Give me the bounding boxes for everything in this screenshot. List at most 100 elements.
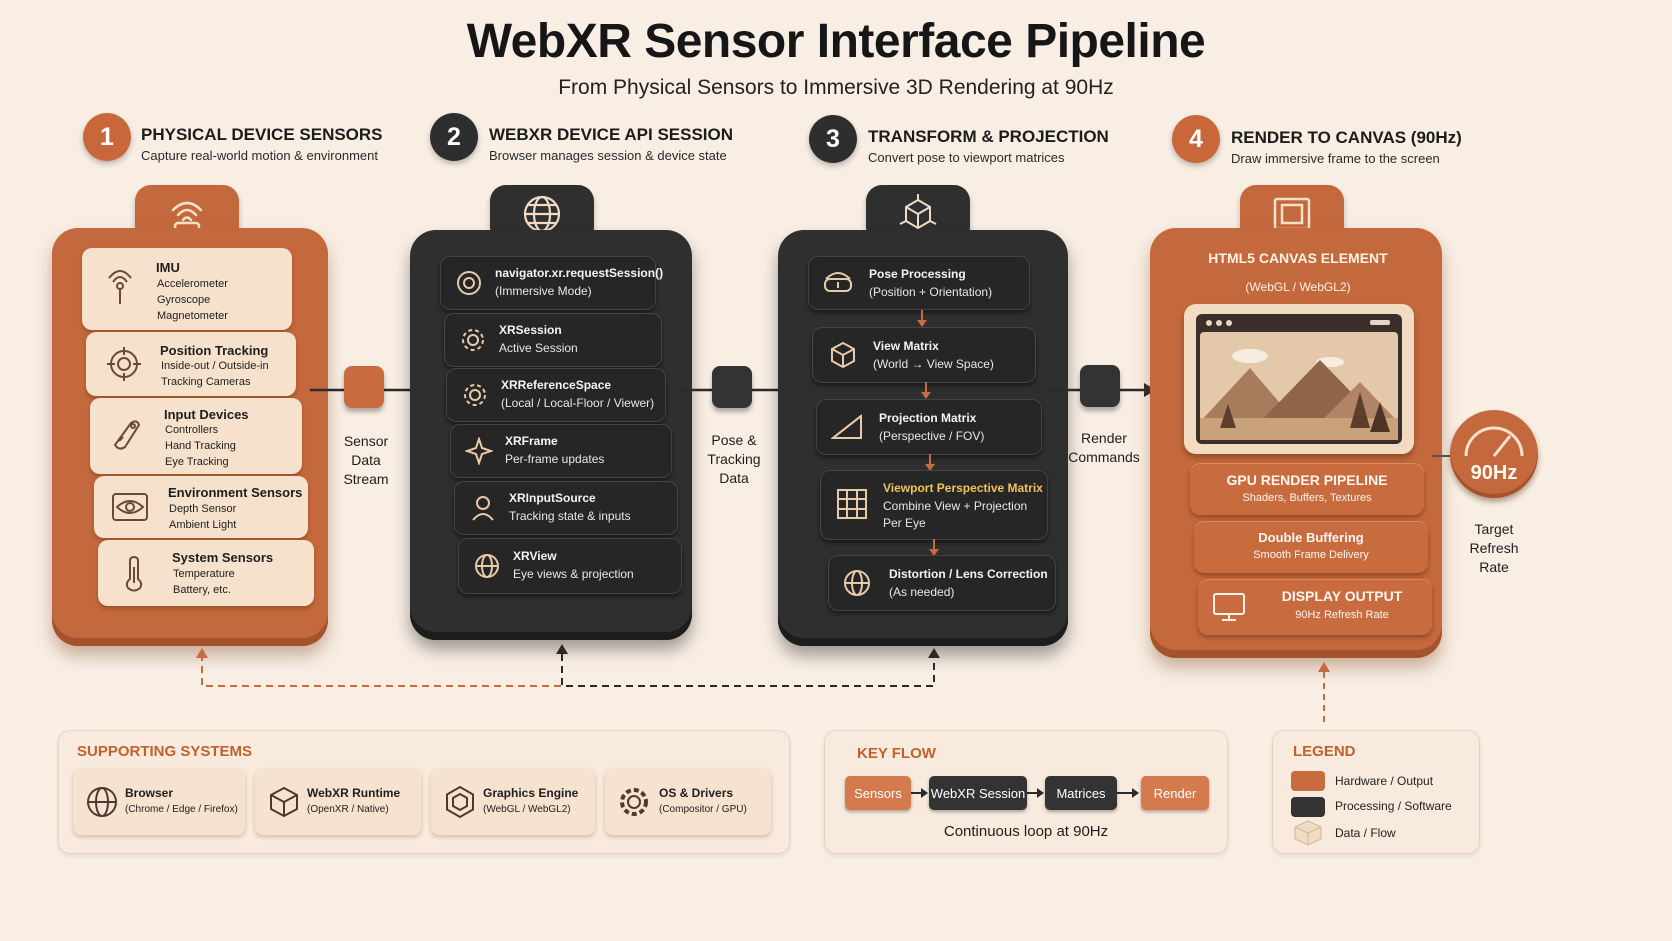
- support-card: OS & Drivers (Compositor / GPU): [605, 769, 771, 835]
- browser-window: [1196, 314, 1402, 444]
- thermometer-icon: [125, 555, 143, 592]
- sensor-details: Temperature Battery, etc.: [173, 568, 235, 596]
- wireless-sensor-icon: [171, 201, 203, 232]
- transform-card: Pose Processing (Position + Orientation): [808, 256, 1030, 310]
- stage-4-subtitle: Draw immersive frame to the screen: [1231, 151, 1440, 166]
- transform-title: Distortion / Lens Correction: [889, 567, 1048, 581]
- supporting-systems-panel: SUPPORTING SYSTEMS Browser (Chrome / Edg…: [58, 730, 790, 854]
- render-sub: 90Hz Refresh Rate: [1295, 609, 1389, 621]
- stage-1-subtitle: Capture real-world motion & environment: [141, 148, 378, 163]
- canvas-title: HTML5 CANVAS ELEMENT: [1208, 250, 1388, 266]
- stage-4-title: RENDER TO CANVAS (90Hz): [1231, 128, 1462, 147]
- sensor-card-input: Input Devices Controllers Hand Tracking …: [90, 398, 302, 474]
- legend-label: Processing / Software: [1335, 799, 1452, 813]
- sensor-data-label: Sensor Data Stream: [343, 433, 389, 487]
- sensor-details: Accelerometer Gyroscope Magnetometer: [157, 278, 228, 322]
- canvas-preview: [1184, 304, 1414, 454]
- window-dot: [1226, 320, 1232, 326]
- legend-label: Hardware / Output: [1335, 774, 1434, 788]
- support-sub: (OpenXR / Native): [307, 804, 389, 815]
- gear-icon: [620, 788, 648, 816]
- sensor-details: Controllers Hand Tracking Eye Tracking: [165, 424, 236, 468]
- stage-2-badge: 2: [430, 113, 478, 161]
- supporting-title: SUPPORTING SYSTEMS: [77, 743, 253, 760]
- flow-arrow: [1027, 788, 1044, 798]
- transform-title: View Matrix: [873, 339, 939, 353]
- transform-card: Distortion / Lens Correction (As needed): [828, 555, 1056, 611]
- sensor-title: Input Devices: [164, 407, 249, 422]
- legend-connector-line: [1318, 662, 1330, 726]
- flow-step-sensors: Sensors: [845, 776, 911, 810]
- sensor-card-position: Position Tracking Inside-out / Outside-i…: [86, 332, 296, 396]
- pose-data-label: Pose & Tracking Data: [707, 432, 761, 486]
- legend-label: Data / Flow: [1335, 826, 1396, 840]
- grid-icon: [837, 489, 867, 519]
- input-source-icon: [472, 496, 494, 521]
- transform-card: Projection Matrix (Perspective / FOV): [816, 399, 1042, 455]
- api-sub: Tracking state & inputs: [509, 509, 631, 523]
- transform-card: Viewport Perspective Matrix Combine View…: [820, 470, 1048, 540]
- landscape-scene: [1200, 332, 1398, 440]
- box-icon: [270, 786, 298, 818]
- key-flow-caption: Continuous loop at 90Hz: [943, 823, 1109, 840]
- stage-3-title: TRANSFORM & PROJECTION: [868, 127, 1109, 146]
- globe-icon: [844, 570, 870, 596]
- stage-2-title: WEBXR DEVICE API SESSION: [489, 125, 734, 144]
- stage-1-badge: 1: [83, 113, 131, 161]
- stage-3-subtitle: Convert pose to viewport matrices: [868, 150, 1065, 165]
- support-sub: (Compositor / GPU): [659, 804, 747, 815]
- cube-icon: [831, 341, 855, 369]
- api-title: navigator.xr.requestSession(): [495, 266, 664, 280]
- render-title: Double Buffering: [1258, 530, 1364, 545]
- transform-title: Viewport Perspective Matrix: [883, 481, 1043, 495]
- session-icon: [457, 271, 481, 295]
- gear-icon: [462, 329, 484, 351]
- sensor-title: System Sensors: [172, 550, 274, 565]
- imu-icon: [108, 270, 132, 304]
- api-title: XRReferenceSpace: [501, 378, 612, 392]
- support-card: Graphics Engine (WebGL / WebGL2): [431, 769, 595, 835]
- sensor-title: Environment Sensors: [168, 485, 303, 500]
- api-title: XRFrame: [505, 434, 558, 448]
- feedback-loop-lines: [196, 644, 940, 687]
- flow-arrow-down: [921, 382, 931, 399]
- hexagon-cube-icon: [446, 785, 474, 819]
- flow-arrow: [911, 788, 928, 798]
- support-title: OS & Drivers: [659, 786, 734, 800]
- api-sub: Active Session: [499, 341, 578, 355]
- key-flow-panel: KEY FLOW Sensors WebXR Session Matrices …: [824, 730, 1228, 854]
- legend-swatch-data: [1294, 820, 1322, 846]
- legend-swatch-processing: [1291, 797, 1325, 817]
- legend-swatch-hardware: [1291, 771, 1325, 791]
- render-title: DISPLAY OUTPUT: [1281, 588, 1403, 604]
- stage-3-badge: 3: [809, 115, 857, 163]
- stage-1-title: PHYSICAL DEVICE SENSORS: [141, 125, 383, 144]
- sensor-card-imu: IMU Accelerometer Gyroscope Magnetometer: [82, 248, 292, 330]
- api-title: XRSession: [499, 323, 562, 337]
- sensor-title: IMU: [156, 260, 180, 275]
- data-flow-cube: [1080, 365, 1120, 407]
- frustum-icon: [831, 413, 862, 439]
- support-title: Graphics Engine: [483, 786, 579, 800]
- render-card-buffer: Double Buffering Smooth Frame Delivery: [1194, 521, 1428, 573]
- flow-step-matrices: Matrices: [1045, 776, 1117, 810]
- canvas-subtitle: (WebGL / WebGL2): [1245, 280, 1351, 294]
- sensor-card-environment: Environment Sensors Depth Sensor Ambient…: [94, 476, 308, 538]
- data-flow-cube: [344, 366, 384, 408]
- key-flow-title: KEY FLOW: [857, 745, 936, 762]
- transform-sub: (As needed): [889, 585, 955, 599]
- sensor-title: Position Tracking: [160, 343, 269, 358]
- api-title: XRView: [513, 549, 557, 563]
- refresh-gauge: 90Hz: [1450, 410, 1538, 498]
- transform-sub: (Position + Orientation): [869, 285, 993, 299]
- flow-arrow-down: [929, 539, 939, 556]
- page-title: WebXR Sensor Interface Pipeline: [466, 15, 1206, 68]
- render-sub: Smooth Frame Delivery: [1253, 549, 1369, 561]
- render-sub: Shaders, Buffers, Textures: [1242, 492, 1372, 504]
- render-card-display: DISPLAY OUTPUT 90Hz Refresh Rate: [1198, 579, 1432, 635]
- transform-sub: Combine View + Projection: [883, 499, 1028, 513]
- legend-panel: LEGEND Hardware / Output Processing / So…: [1272, 730, 1480, 854]
- window-dot: [1216, 320, 1222, 326]
- support-title: WebXR Runtime: [307, 786, 401, 800]
- support-card: Browser (Chrome / Edge / Firefox): [73, 769, 245, 835]
